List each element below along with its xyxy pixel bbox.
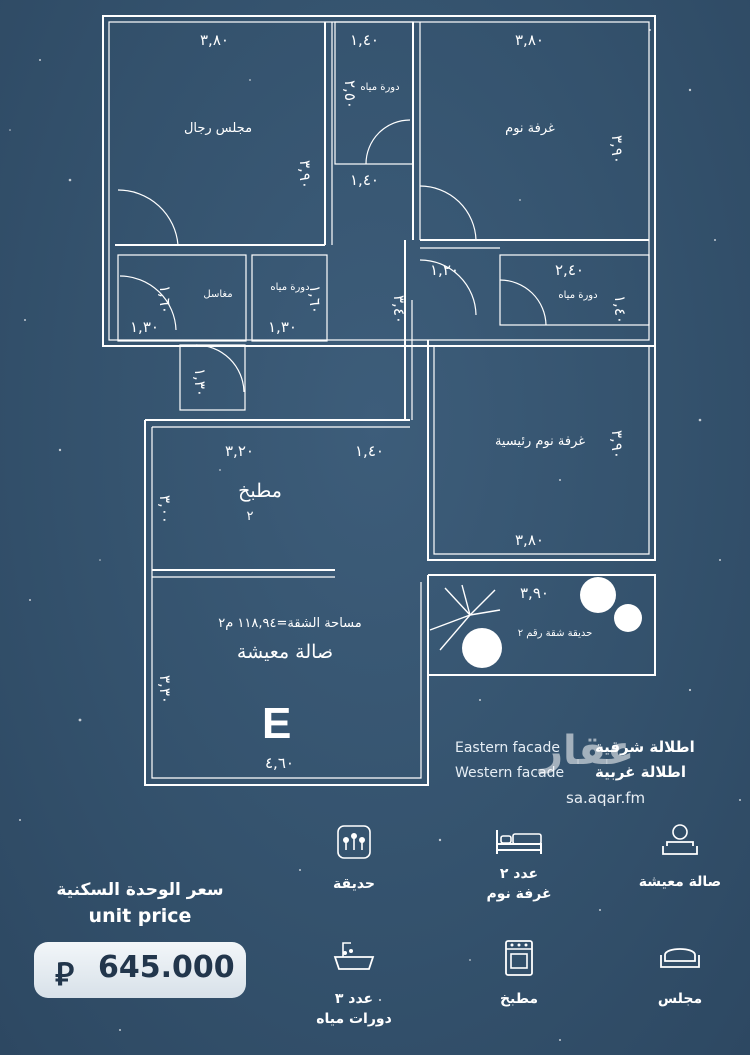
walls — [102, 15, 656, 786]
dim-passage-height: ١,٣٠ — [191, 368, 209, 397]
dim-bath1-height: ٢,٥٠ — [341, 80, 359, 109]
bed-icon — [496, 830, 542, 854]
dim-living-width: ٤,٦٠ — [265, 754, 294, 772]
brand-url: sa.aqar.fm — [566, 789, 646, 807]
dim-bath2-width: ١,٣٠ — [268, 318, 297, 336]
dim-corridor-width: ١,٢٠ — [430, 261, 459, 279]
dim-sinks-height: ١,٦٠ — [156, 285, 174, 314]
dim-kitchen-width-b: ١,٤٠ — [355, 442, 384, 460]
room-kitchen-number: ٢ — [247, 509, 254, 524]
facade-west-en: Western facade — [455, 765, 565, 781]
rial-symbol-icon: ⃁ — [55, 955, 75, 993]
garden-icon — [337, 825, 371, 859]
price-label-ar: سعر الوحدة السكنية — [56, 880, 224, 900]
aqar-logo: عقار — [540, 728, 635, 774]
dim-bath3-width: ٢,٤٠ — [555, 261, 584, 279]
price-value: 645.000 — [98, 950, 235, 985]
dim-sinks-width: ١,٣٠ — [130, 318, 159, 336]
room-majlis-label: مجلس رجال — [184, 121, 252, 136]
dim-living-height: ٣,٣٠ — [156, 675, 174, 704]
feature-bathrooms-count: عدد ٣ — [334, 991, 374, 1007]
room-bed1-label: غرفة نوم — [505, 121, 555, 136]
feature-bedrooms: عدد ٢ غرفة نوم — [454, 820, 584, 904]
room-garden-label: حديقة شقة رقم ٢ — [518, 628, 593, 639]
dim-master-width: ٣,٨٠ — [515, 531, 544, 549]
dim-majlis-width: ٣,٨٠ — [200, 31, 229, 49]
sofa-living-icon — [662, 824, 698, 855]
facade-east-ar: اطلالة شرقية — [595, 738, 695, 756]
feature-kitchen-label: مطبخ — [499, 991, 539, 1007]
feature-garden-label: حديقة — [333, 876, 375, 892]
dim-bath2-height: ١,٦٠ — [306, 285, 324, 314]
dim-bed1-height: ٣,٩٠ — [608, 135, 626, 164]
feature-bathrooms-label: دورات مياه — [316, 1011, 392, 1027]
dim-majlis-height: ٣,٩٠ — [296, 160, 314, 189]
dim-bath3-height: ١,٤٠ — [611, 295, 629, 324]
room-bath2-label: دورة مياه — [270, 282, 309, 293]
feature-majlis: مجلس — [615, 935, 745, 1009]
room-labels: مجلس رجال دورة مياه غرفة نوم مغاسل دورة … — [184, 82, 598, 663]
feature-kitchen: مطبخ — [454, 935, 584, 1009]
sofa-icon — [660, 948, 700, 968]
facade-east-en: Eastern facade — [455, 740, 560, 756]
feature-bedrooms-count: عدد ٢ — [499, 866, 539, 882]
feature-majlis-label: مجلس — [657, 991, 703, 1007]
room-living-label: صالة معيشة — [237, 641, 333, 663]
feature-bathrooms: عدد ٣ دورات مياه — [289, 935, 419, 1029]
dim-master-height: ٣,٩٠ — [608, 430, 626, 459]
dim-bath1-width-b: ١,٤٠ — [350, 171, 379, 189]
stove-icon — [505, 940, 533, 976]
room-bath3-label: دورة مياه — [558, 290, 597, 301]
facade-west-ar: اطلالة غربية — [595, 763, 687, 781]
bathtub-icon — [333, 942, 375, 970]
room-sinks-label: مغاسل — [203, 289, 232, 300]
feature-bedrooms-label: غرفة نوم — [486, 886, 552, 902]
dimensions: ٣,٨٠ ١,٤٠ ٣,٨٠ ٣,٩٠ ٢,٥٠ ٣,٩٠ ١,٤٠ ١,٢٠ … — [130, 31, 629, 772]
dim-bath1-width: ١,٤٠ — [350, 31, 379, 49]
price-label-en: unit price — [88, 905, 192, 927]
room-bath1-label: دورة مياه — [360, 82, 399, 93]
garden-plants-icon — [429, 577, 642, 668]
unit-letter: E — [262, 699, 291, 748]
room-kitchen-label: مطبخ — [238, 480, 282, 502]
feature-living: صالة معيشة — [615, 820, 745, 892]
dim-bed1-width: ٣,٨٠ — [515, 31, 544, 49]
feature-garden: حديقة — [289, 820, 419, 894]
dim-kitchen-height: ٣,٠٠ — [156, 495, 174, 524]
door-swings — [117, 119, 547, 393]
dim-corridor-height: ٣,٤٠ — [390, 295, 408, 324]
apartment-area-label: مساحة الشقة=١١٨,٩٤ م٢ — [218, 616, 362, 631]
room-master-label: غرفة نوم رئيسية — [495, 434, 585, 449]
dim-garden-width: ٣,٩٠ — [520, 584, 549, 602]
dim-kitchen-width: ٣,٢٠ — [225, 442, 254, 460]
feature-living-label: صالة معيشة — [638, 874, 722, 890]
price-box — [34, 942, 246, 998]
